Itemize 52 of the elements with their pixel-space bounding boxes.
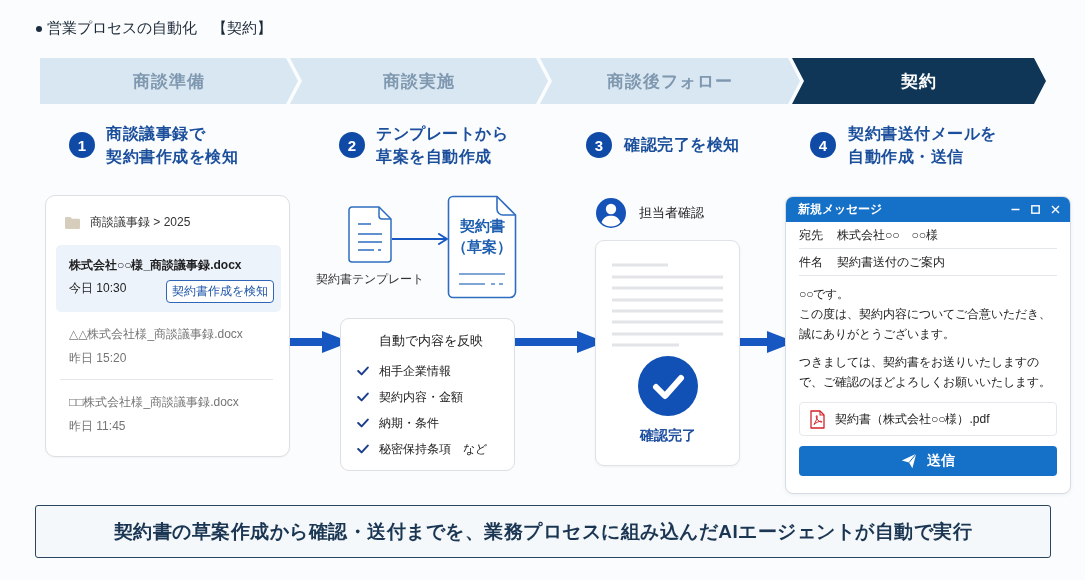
page-title: 営業プロセスの自動化 【契約】 <box>47 19 272 38</box>
field-label: 件名 <box>799 253 823 271</box>
step-badge: 4 <box>810 132 836 158</box>
status-tag: 契約書作成を検知 <box>166 280 274 303</box>
checklist-item: 相手企業情報 <box>379 362 451 380</box>
step-heading: テンプレートから草案を自動作成 <box>376 124 509 167</box>
icon-caption: 契約書テンプレート <box>315 271 425 288</box>
attachment-chip <box>799 402 1057 436</box>
process-step <box>792 58 1046 104</box>
checklist-item: 秘密保持条項 など <box>379 440 487 458</box>
file-name: 株式会社○○様_商談議事録.docx <box>69 257 242 274</box>
field-label: 宛先 <box>799 226 823 244</box>
process-step <box>290 58 548 104</box>
step-heading: 確認完了を検知 <box>624 135 741 155</box>
document-title: 契約書（草案） <box>451 216 513 257</box>
step-badge: 1 <box>69 132 95 158</box>
reviewer-heading: 担当者確認 <box>639 204 704 222</box>
step-badge: 3 <box>586 132 612 158</box>
status-text: 確認完了 <box>639 427 696 445</box>
file-name: △△株式会社様_商談議事録.docx <box>69 326 243 343</box>
summary-text: 契約書の草案作成から確認・送付までを、業務プロセスに組み込んだAIエージェントが自動で実行 <box>113 519 973 544</box>
file-row <box>56 245 281 312</box>
step-badge: 2 <box>339 132 365 158</box>
window-title: 新規メッセージ <box>798 201 882 218</box>
file-name: □□株式会社様_商談議事録.docx <box>69 394 239 411</box>
process-step <box>40 58 298 104</box>
breadcrumb: 商談議事録 > 2025 <box>90 214 191 231</box>
file-time: 今日 10:30 <box>69 280 127 297</box>
file-time: 昨日 11:45 <box>69 418 126 435</box>
send-button: 送信 <box>799 446 1057 476</box>
step-label: 商談後フォロー <box>607 70 733 93</box>
field-value: 契約書送付のご案内 <box>837 253 945 271</box>
email-window <box>785 196 1071 494</box>
file-time: 昨日 15:20 <box>69 350 127 367</box>
checklist-panel <box>340 318 515 471</box>
step-heading: 契約書送付メールを自動作成・送信 <box>848 124 998 167</box>
panel-heading: 自動で内容を反映 <box>378 333 483 350</box>
field-value: 株式会社○○ ○○様 <box>837 226 938 244</box>
process-step <box>540 58 800 104</box>
step-label: 商談準備 <box>133 70 205 93</box>
summary-banner <box>35 505 1051 558</box>
checklist-item: 納期・条件 <box>379 414 439 432</box>
email-text: つきましては、契約書をお送りいたしますので、ご確認のほどよろしくお願いいたします。 <box>799 354 1052 391</box>
step-label: 契約 <box>901 70 937 93</box>
email-text: この度は、契約内容についてご合意いただき、誠にありがとうございます。 <box>799 306 1052 343</box>
email-text: ○○です。 <box>799 286 851 303</box>
step-label: 商談実施 <box>383 70 455 93</box>
checklist-item: 契約内容・金額 <box>379 388 463 406</box>
file-panel <box>45 195 290 457</box>
arrow <box>392 233 448 245</box>
document-icon <box>348 206 392 263</box>
attachment-name: 契約書（株式会社○○様）.pdf <box>835 410 990 428</box>
